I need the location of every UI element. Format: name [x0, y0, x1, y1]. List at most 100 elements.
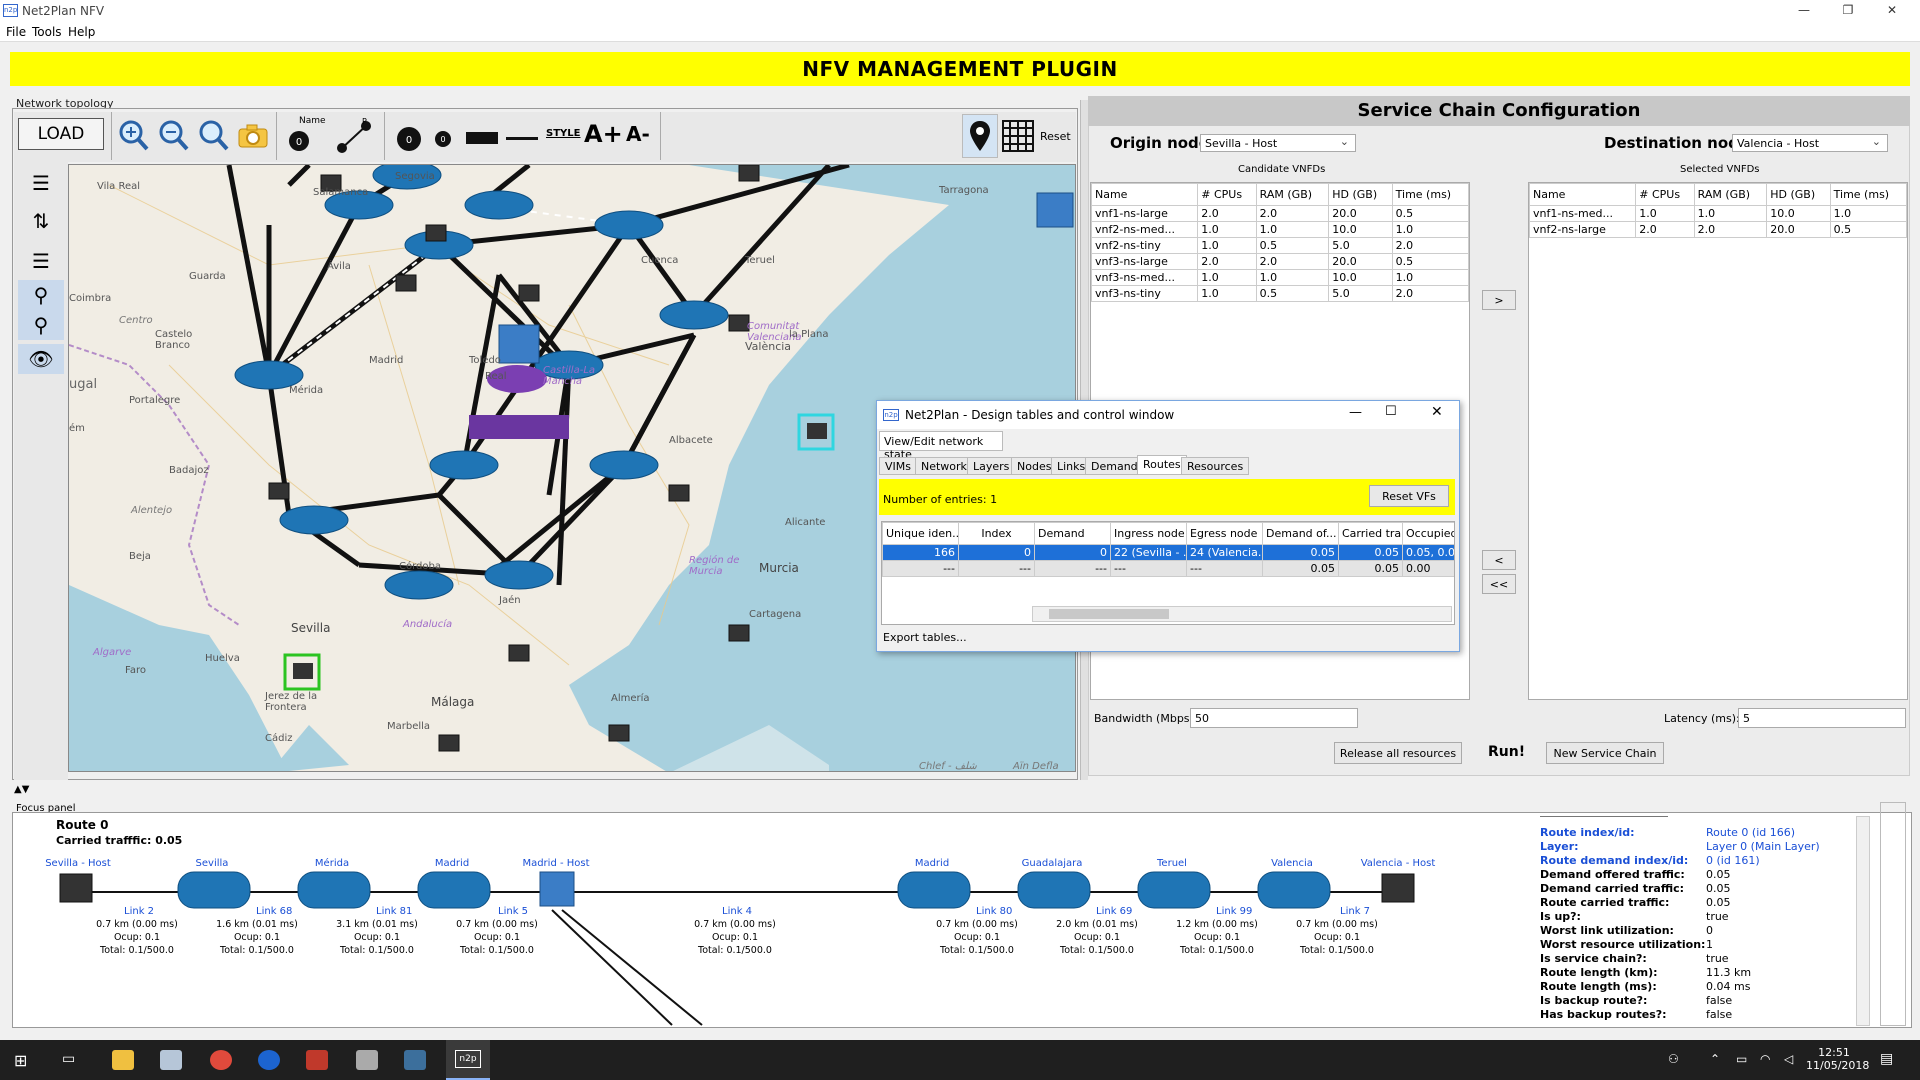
focus-link-name[interactable]: Link 81	[376, 906, 413, 917]
menu-file[interactable]: File	[6, 25, 27, 39]
minimize-icon[interactable]: —	[1798, 3, 1810, 17]
camera-icon[interactable]	[234, 116, 272, 154]
clock[interactable]: 12:51 11/05/2018	[1806, 1046, 1869, 1072]
col-header[interactable]: Carried tra...	[1338, 522, 1403, 545]
load-button[interactable]: LOAD	[18, 118, 104, 150]
focus-link-name[interactable]: Link 80	[976, 906, 1013, 917]
focus-link-name[interactable]: Link 2	[124, 906, 155, 917]
layer-hide-icon[interactable]: ☰	[32, 249, 50, 273]
app-icon[interactable]	[356, 1050, 378, 1070]
col-header[interactable]: Name	[1528, 183, 1637, 206]
map-pin-icon[interactable]	[962, 114, 998, 158]
dialog-minimize-icon[interactable]: —	[1349, 405, 1362, 420]
tab-view-edit[interactable]: View/Edit network state	[879, 431, 1003, 461]
bandwidth-input[interactable]: 50	[1190, 708, 1358, 728]
font-increase-button[interactable]: A+	[584, 120, 623, 148]
app-icon[interactable]	[160, 1050, 182, 1070]
col-header[interactable]: Time (ms)	[1829, 183, 1908, 206]
col-header[interactable]: HD (GB)	[1766, 183, 1831, 206]
remove-vnfd-button[interactable]: <	[1482, 550, 1516, 570]
focus-link-name[interactable]: Link 5	[498, 906, 529, 917]
zoom-in-icon[interactable]	[114, 116, 152, 154]
collapse-arrows-icon[interactable]: ▲▼	[14, 784, 30, 795]
task-view-icon[interactable]: ▭	[62, 1051, 76, 1067]
decrease-node-size-icon[interactable]: 0	[430, 126, 456, 152]
grid-icon[interactable]	[1000, 114, 1036, 158]
show-node-names-icon[interactable]: 0	[284, 126, 314, 156]
col-header[interactable]: Index	[958, 522, 1035, 545]
table-row[interactable]: 166 0 0 22 (Sevilla - ... 24 (Valencia..…	[882, 544, 1454, 561]
decrease-link-width-icon[interactable]	[504, 124, 540, 152]
zoom-out-icon[interactable]	[154, 116, 192, 154]
show-hidden-icons[interactable]: ⌃	[1710, 1052, 1721, 1066]
wifi-icon[interactable]: ◠	[1760, 1052, 1771, 1066]
run-button[interactable]: Run!	[1488, 744, 1526, 760]
tab-vims[interactable]: VIMs	[879, 457, 917, 475]
col-header[interactable]: Unique iden...	[882, 522, 959, 545]
remove-all-vnfds-button[interactable]: <<	[1482, 574, 1516, 594]
col-header[interactable]: Demand	[1034, 522, 1111, 545]
dialog-maximize-icon[interactable]: ☐	[1385, 404, 1397, 419]
selected-vnfds-list[interactable]: Name # CPUs RAM (GB) HD (GB) Time (ms) v…	[1528, 182, 1908, 700]
restore-icon[interactable]: ❐	[1842, 3, 1854, 17]
net2plan-taskbar-button[interactable]: n2p	[446, 1040, 490, 1080]
origin-node-select[interactable]: Sevilla - Host	[1200, 134, 1356, 152]
network-map[interactable]: Mérida Madrid València Portalegre Badajo…	[68, 164, 1076, 772]
info-value[interactable]: Route 0 (id 166)	[1706, 826, 1796, 839]
routes-table[interactable]: Unique iden... Index Demand Ingress node…	[881, 521, 1455, 625]
layer-visibility-icon[interactable]: 👁	[18, 344, 64, 374]
tab-layers[interactable]: Layers	[967, 457, 1016, 475]
vertical-scrollbar[interactable]	[1856, 816, 1870, 1026]
new-service-chain-button[interactable]: New Service Chain	[1546, 742, 1664, 764]
tab-demands[interactable]: Demands	[1085, 457, 1150, 475]
info-value[interactable]: Layer 0 (Main Layer)	[1706, 840, 1820, 853]
col-header[interactable]: # CPUs	[1635, 183, 1695, 206]
volume-icon[interactable]: ◁	[1784, 1052, 1794, 1066]
col-header[interactable]: Egress node	[1186, 522, 1263, 545]
add-vnfd-button[interactable]: >	[1482, 290, 1516, 310]
notifications-icon[interactable]: ▤	[1880, 1051, 1894, 1067]
col-header[interactable]: Occupied	[1402, 522, 1454, 545]
dialog-close-icon[interactable]: ✕	[1431, 404, 1443, 420]
reset-vfs-button[interactable]: Reset VFs	[1369, 485, 1449, 507]
windows-start-icon[interactable]: ⊞	[14, 1051, 28, 1070]
file-explorer-icon[interactable]	[112, 1050, 134, 1070]
col-header[interactable]: # CPUs	[1197, 183, 1257, 206]
focus-link-name[interactable]: Link 4	[722, 906, 753, 917]
col-header[interactable]: Ingress node	[1110, 522, 1187, 545]
col-header[interactable]: Demand of...	[1262, 522, 1339, 545]
tab-resources[interactable]: Resources	[1181, 457, 1250, 475]
col-header[interactable]: RAM (GB)	[1255, 183, 1330, 206]
app-icon[interactable]	[404, 1050, 426, 1070]
zoom-all-icon[interactable]	[194, 116, 232, 154]
layer-down-icon[interactable]: ⚲	[18, 310, 64, 340]
export-tables-link[interactable]: Export tables...	[883, 631, 967, 644]
menu-tools[interactable]: Tools	[32, 25, 62, 39]
layer-show-icon[interactable]: ☰	[32, 171, 50, 195]
side-collapse[interactable]	[1880, 802, 1906, 1026]
increase-node-size-icon[interactable]: 0	[394, 124, 424, 154]
latency-input[interactable]: 5	[1738, 708, 1906, 728]
info-value[interactable]: 0 (id 161)	[1706, 854, 1760, 867]
chrome-icon[interactable]	[210, 1050, 232, 1070]
table-row[interactable]: --- --- --- --- --- 0.05 0.05 0.00	[882, 560, 1454, 577]
intellij-icon[interactable]	[306, 1050, 328, 1070]
tab-links[interactable]: Links	[1051, 457, 1092, 475]
tab-network[interactable]: Network	[915, 457, 973, 475]
release-resources-button[interactable]: Release all resources	[1334, 742, 1462, 764]
style-button[interactable]: STYLE	[546, 128, 581, 139]
layer-order-icon[interactable]: ⇅	[32, 209, 50, 233]
focus-link-name[interactable]: Link 7	[1340, 906, 1371, 917]
focus-link-name[interactable]: Link 99	[1216, 906, 1253, 917]
tab-routes[interactable]: Routes	[1137, 455, 1187, 475]
people-icon[interactable]: ⚇	[1668, 1052, 1679, 1066]
horizontal-scrollbar[interactable]	[1032, 606, 1452, 622]
reset-button[interactable]: Reset	[1040, 130, 1071, 143]
increase-link-width-icon[interactable]	[464, 124, 500, 152]
